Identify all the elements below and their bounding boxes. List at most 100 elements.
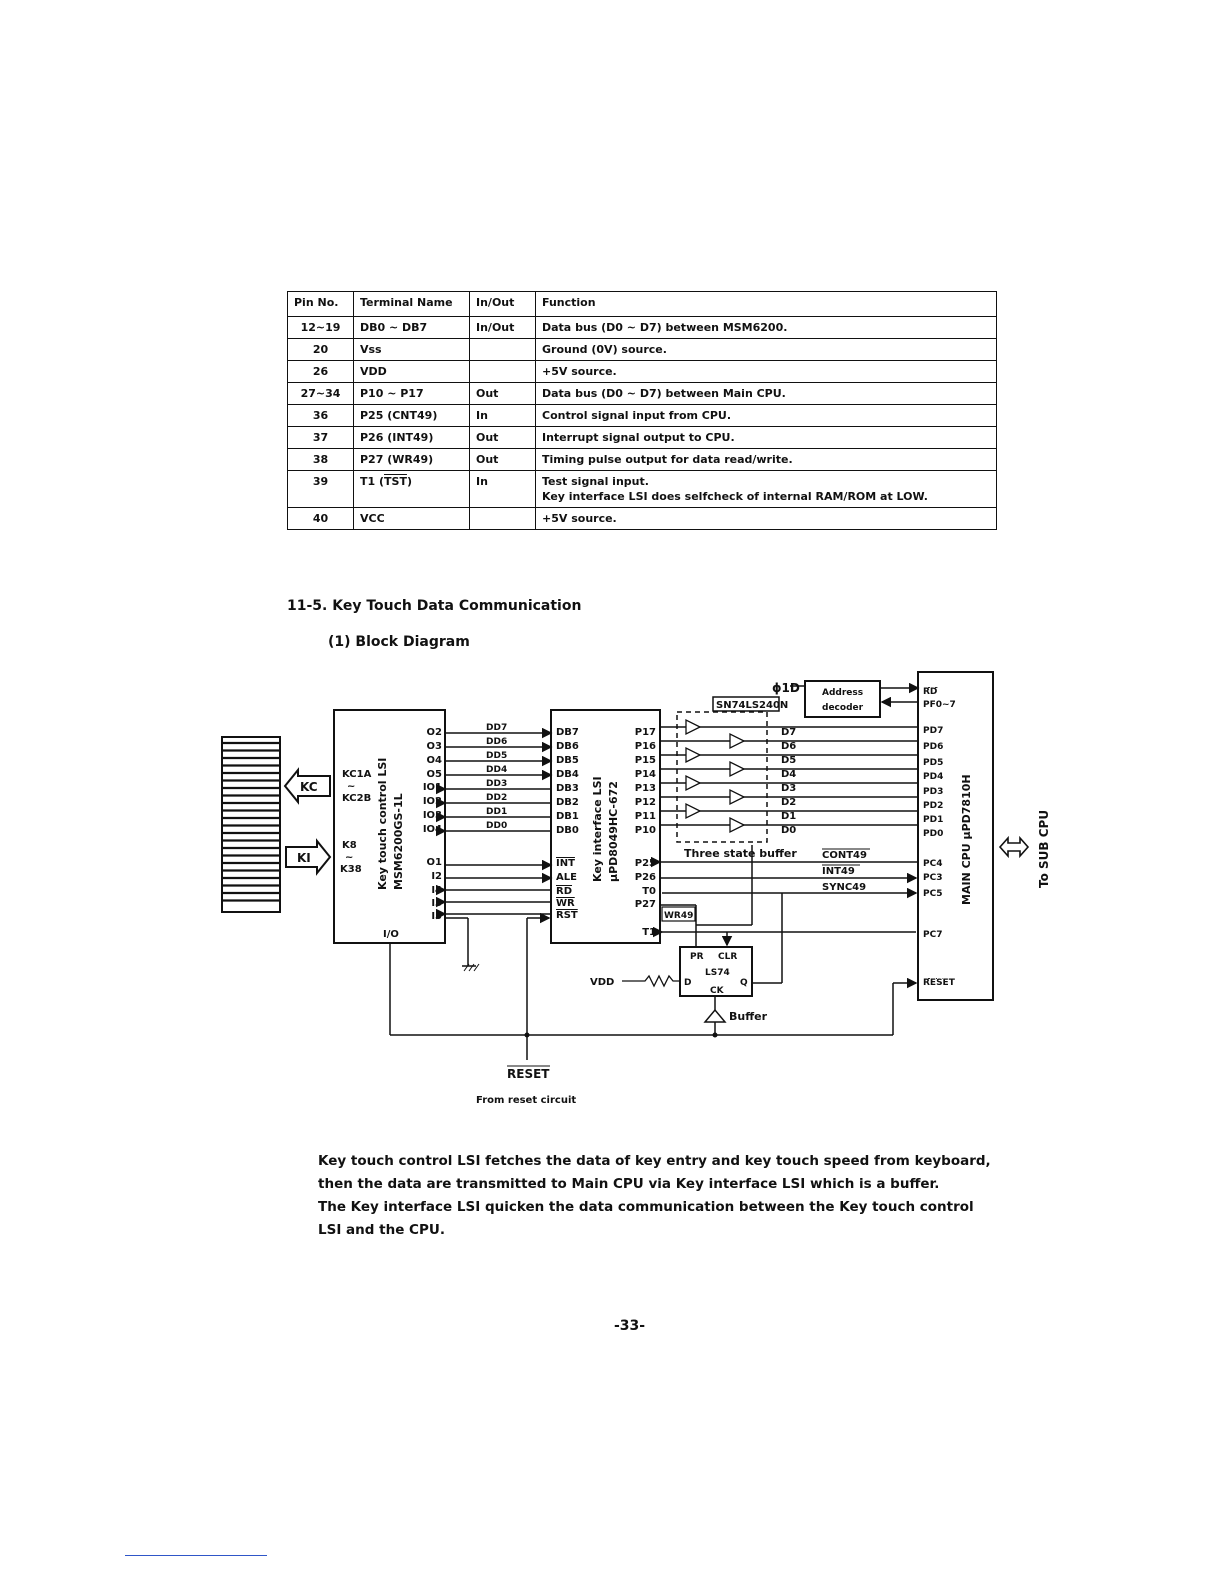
signal-cont49: CONT49 xyxy=(822,850,867,861)
header-terminal-name: Terminal Name xyxy=(353,291,470,317)
terminal-overline-text: TST xyxy=(384,475,407,488)
function-cell: +5V source. xyxy=(535,360,997,383)
key-interface-lsi: Key interface LSI µPD8049HC-672 DB7DB6DB… xyxy=(550,709,661,944)
ff-clr: CLR xyxy=(718,952,737,962)
lsi1-pin-i5: I5 xyxy=(431,911,442,922)
d-line-label-d1: D1 xyxy=(781,811,796,822)
pin-function-table: Pin No. Terminal Name In/Out Function 12… xyxy=(287,291,997,530)
ls74-flipflop: PR CLR LS74 D Q CK VDD Buffer xyxy=(590,925,768,1023)
ff-name: LS74 xyxy=(705,968,730,978)
pin-cell: 26 xyxy=(287,360,354,383)
lsi1-name: Key touch control LSI xyxy=(376,758,389,890)
ff-q: Q xyxy=(740,978,748,988)
bus-label-dd6: DD6 xyxy=(486,737,507,747)
buffer-chip-label: SN74LS240N xyxy=(716,700,788,711)
ki-arrow: KI xyxy=(285,838,332,876)
lsi2-pin-db6: DB6 xyxy=(556,741,579,752)
lsi1-pin-i4: I4 xyxy=(431,885,442,896)
lsi1-pin-tilde2: ~ xyxy=(345,852,353,863)
cpu-pin-pd1: PD1 xyxy=(923,815,943,825)
lsi2-pin-ale: ALE xyxy=(556,872,577,883)
control-signals: CONT49 INT49 SYNC49 WR49 xyxy=(651,845,918,984)
lsi1-pin-o3: O3 xyxy=(427,741,443,752)
keyboard-keys xyxy=(222,741,280,902)
table-row: 26 VDD +5V source. xyxy=(287,360,997,383)
lsi2-pin-rd: RD xyxy=(556,886,572,897)
lsi2-pin-db2: DB2 xyxy=(556,797,579,808)
address-decoder-line-2: decoder xyxy=(822,703,864,713)
buffer-gate xyxy=(685,718,702,736)
lsi2-pin-wr: WR xyxy=(556,898,575,909)
pin-cell: 27~34 xyxy=(287,382,354,405)
table-row: 39 T1 (TST) In Test signal input. Key in… xyxy=(287,470,997,508)
d-line-label-d4: D4 xyxy=(781,769,796,780)
lsi1-pin-o5: O5 xyxy=(427,769,443,780)
sub-title: (1) Block Diagram xyxy=(328,634,470,650)
terminal-cell: Vss xyxy=(353,338,470,361)
lsi2-pin-t0: T0 xyxy=(642,886,656,897)
d-line-label-d0: D0 xyxy=(781,825,796,836)
function-cell: Data bus (D0 ~ D7) between Main CPU. xyxy=(535,382,997,405)
lsi1-pin-k8: K8 xyxy=(342,840,357,851)
function-cell: Ground (0V) source. xyxy=(535,338,997,361)
bus-label-dd0: DD0 xyxy=(486,821,507,831)
buffer-gate xyxy=(685,746,702,764)
terminal-text: T1 ( xyxy=(360,475,385,488)
sub-cpu-link: To SUB CPU xyxy=(998,810,1051,888)
key-touch-control-lsi: KC1A ~ KC2B K8 ~ K38 Key touch control L… xyxy=(333,709,446,944)
ki-label: KI xyxy=(297,851,311,865)
function-cell: Control signal input from CPU. xyxy=(535,404,997,427)
cpu-pin-pd2: PD2 xyxy=(923,801,943,811)
buffer-gate xyxy=(685,802,702,820)
lsi2-pin-p26: P26 xyxy=(635,872,656,883)
table-row: 36 P25 (CNT49) In Control signal input f… xyxy=(287,404,997,427)
cpu-pin-pd3: PD3 xyxy=(923,787,943,797)
phi-label: ϕ1D xyxy=(772,681,800,695)
kc-arrow: KC xyxy=(283,767,331,805)
main-cpu-pins: RDPF0~7PD7PD6PD5PD4PD3PD2PD1PD0PC4PC3PC5… xyxy=(923,687,956,988)
terminal-cell: P27 (WR49) xyxy=(353,448,470,471)
cpu-pin-pc5: PC5 xyxy=(923,889,942,899)
lsi2-pin-db7: DB7 xyxy=(556,727,579,738)
bus-label-dd3: DD3 xyxy=(486,779,507,789)
d-line-label-d2: D2 xyxy=(781,797,796,808)
table-row: 38 P27 (WR49) Out Timing pulse output fo… xyxy=(287,448,997,471)
address-decoder: Address decoder xyxy=(804,680,920,718)
cpu-pin-pf07: PF0~7 xyxy=(923,700,956,710)
function-cell: Test signal input. Key interface LSI doe… xyxy=(535,470,997,508)
lsi1-pin-k38: K38 xyxy=(340,864,362,875)
cpu-pin-pc4: PC4 xyxy=(923,859,942,869)
function-cell: Data bus (D0 ~ D7) between MSM6200. xyxy=(535,316,997,339)
io-cell: Out xyxy=(469,382,536,405)
vdd-label: VDD xyxy=(590,977,614,988)
lsi1-pin-kc1a: KC1A xyxy=(342,769,372,780)
terminal-cell: VCC xyxy=(353,507,470,530)
block-diagram: KC KI KC1A ~ KC2B K8 ~ K38 Key touch con… xyxy=(221,671,1051,1106)
lsi2-pin-p15: P15 xyxy=(635,755,656,766)
pin-cell: 37 xyxy=(287,426,354,449)
terminal-end-text: ) xyxy=(406,475,412,488)
lsi2-pin-p10: P10 xyxy=(635,825,656,836)
terminal-cell: T1 (TST) xyxy=(353,470,470,508)
cpu-pin-pd6: PD6 xyxy=(923,742,943,752)
main-cpu-name: MAIN CPU µPD7810H xyxy=(960,774,973,905)
bus-label-dd4: DD4 xyxy=(486,765,507,775)
pin-cell: 39 xyxy=(287,470,354,508)
ff-ck: CK xyxy=(710,986,725,996)
d-line-label-d7: D7 xyxy=(781,727,796,738)
lsi1-pin-o2: O2 xyxy=(427,727,443,738)
three-state-label: Three state buffer xyxy=(684,847,797,860)
terminal-cell: P10 ~ P17 xyxy=(353,382,470,405)
io-cell: Out xyxy=(469,448,536,471)
header-in-out: In/Out xyxy=(469,291,536,317)
lsi2-pin-p11: P11 xyxy=(635,811,656,822)
io-cell: In/Out xyxy=(469,316,536,339)
lsi2-pin-db5: DB5 xyxy=(556,755,579,766)
reset-wiring: RESET From reset circuit xyxy=(389,912,918,1106)
lsi2-pin-p13: P13 xyxy=(635,783,656,794)
lsi2-pin-p17: P17 xyxy=(635,727,656,738)
lsi1-pin-io3: IO3 xyxy=(423,810,442,821)
lsi2-pin-p25: P25 xyxy=(635,858,656,869)
function-line-1: Test signal input. xyxy=(542,475,649,488)
